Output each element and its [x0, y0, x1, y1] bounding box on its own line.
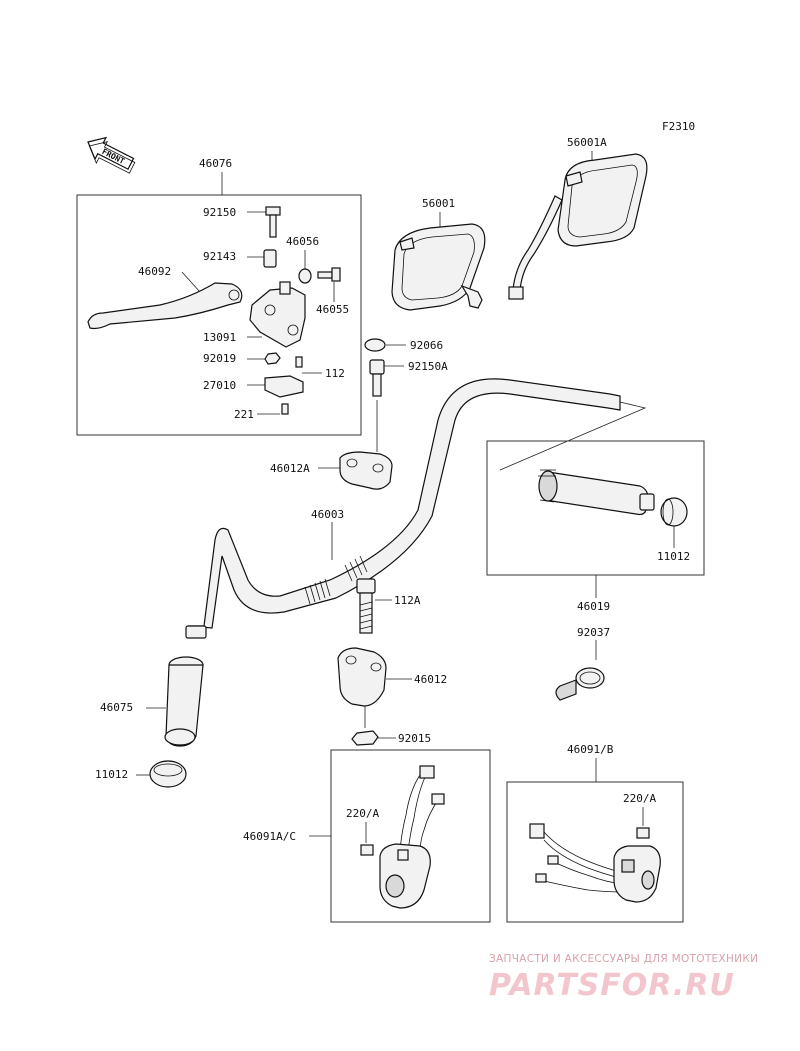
front-arrow-icon: FRONT [87, 136, 136, 174]
nut-92019 [264, 352, 281, 365]
label-46055: 46055 [316, 303, 349, 316]
switch-housing-46091B [529, 823, 661, 903]
switch-housing-46091A [379, 765, 445, 909]
label-220A-right: 220/A [623, 792, 656, 805]
screw-46055 [317, 267, 341, 282]
knurl-section [304, 555, 368, 605]
label-92143: 92143 [203, 250, 236, 263]
label-46012A: 46012A [270, 462, 310, 475]
label-11012-left: 11012 [95, 768, 128, 781]
screw-220A-left [360, 844, 374, 856]
throttle-grip-box [486, 440, 705, 576]
nut-46056 [298, 268, 312, 284]
switch-27010 [264, 375, 304, 398]
label-112: 112 [325, 367, 345, 380]
throttle-grip-46019 [538, 469, 655, 516]
label-92150A: 92150A [408, 360, 448, 373]
lever-assembly-box [76, 194, 362, 436]
label-220A-left: 220/A [346, 807, 379, 820]
label-46056: 46056 [286, 235, 319, 248]
grip-46075 [164, 656, 204, 747]
watermark-tagline: ЗАПЧАСТИ И АКСЕССУАРЫ ДЛЯ МОТОТЕХНИКИ [489, 953, 758, 965]
label-46091AC: 46091A/C [243, 830, 296, 843]
right-switch-box [506, 781, 684, 923]
label-46019: 46019 [577, 600, 610, 613]
label-46075: 46075 [100, 701, 133, 714]
label-112A: 112A [394, 594, 421, 607]
label-92019: 92019 [203, 352, 236, 365]
cap-92066 [364, 338, 386, 352]
label-13091: 13091 [203, 331, 236, 344]
screw-221 [281, 403, 289, 415]
nut-92015 [351, 730, 379, 746]
mirror-56001A [508, 153, 648, 300]
figure-code: F2310 [662, 120, 695, 133]
screw-220A-right [636, 827, 650, 839]
label-221: 221 [234, 408, 254, 421]
label-92015: 92015 [398, 732, 431, 745]
watermark-logo: PARTSFOR.RU [489, 968, 735, 1003]
label-92150: 92150 [203, 206, 236, 219]
label-46012: 46012 [414, 673, 447, 686]
label-56001: 56001 [422, 197, 455, 210]
clutch-lever-46092 [87, 282, 243, 330]
cap-11012-left [149, 760, 187, 788]
collar-92143 [263, 249, 277, 268]
clamp-92037 [555, 667, 605, 701]
label-46091B: 46091/B [567, 743, 614, 756]
label-92066: 92066 [410, 339, 443, 352]
holder-46012 [337, 647, 387, 707]
label-46076: 46076 [199, 157, 232, 170]
label-46092: 46092 [138, 265, 171, 278]
handlebar-46003 [187, 378, 621, 629]
holder-46012A [339, 451, 393, 490]
bolt-92150 [265, 206, 281, 238]
screw-112 [295, 356, 303, 368]
cap-11012-right [660, 497, 688, 527]
label-46003: 46003 [311, 508, 344, 521]
label-27010: 27010 [203, 379, 236, 392]
bolt-112A [356, 578, 376, 634]
label-11012-right: 11012 [657, 550, 690, 563]
label-56001A: 56001A [567, 136, 607, 149]
bar-end-left [185, 625, 207, 639]
label-92037: 92037 [577, 626, 610, 639]
bolt-92150A [369, 359, 385, 397]
lever-holder-13091 [249, 287, 306, 348]
mirror-56001 [391, 223, 486, 311]
